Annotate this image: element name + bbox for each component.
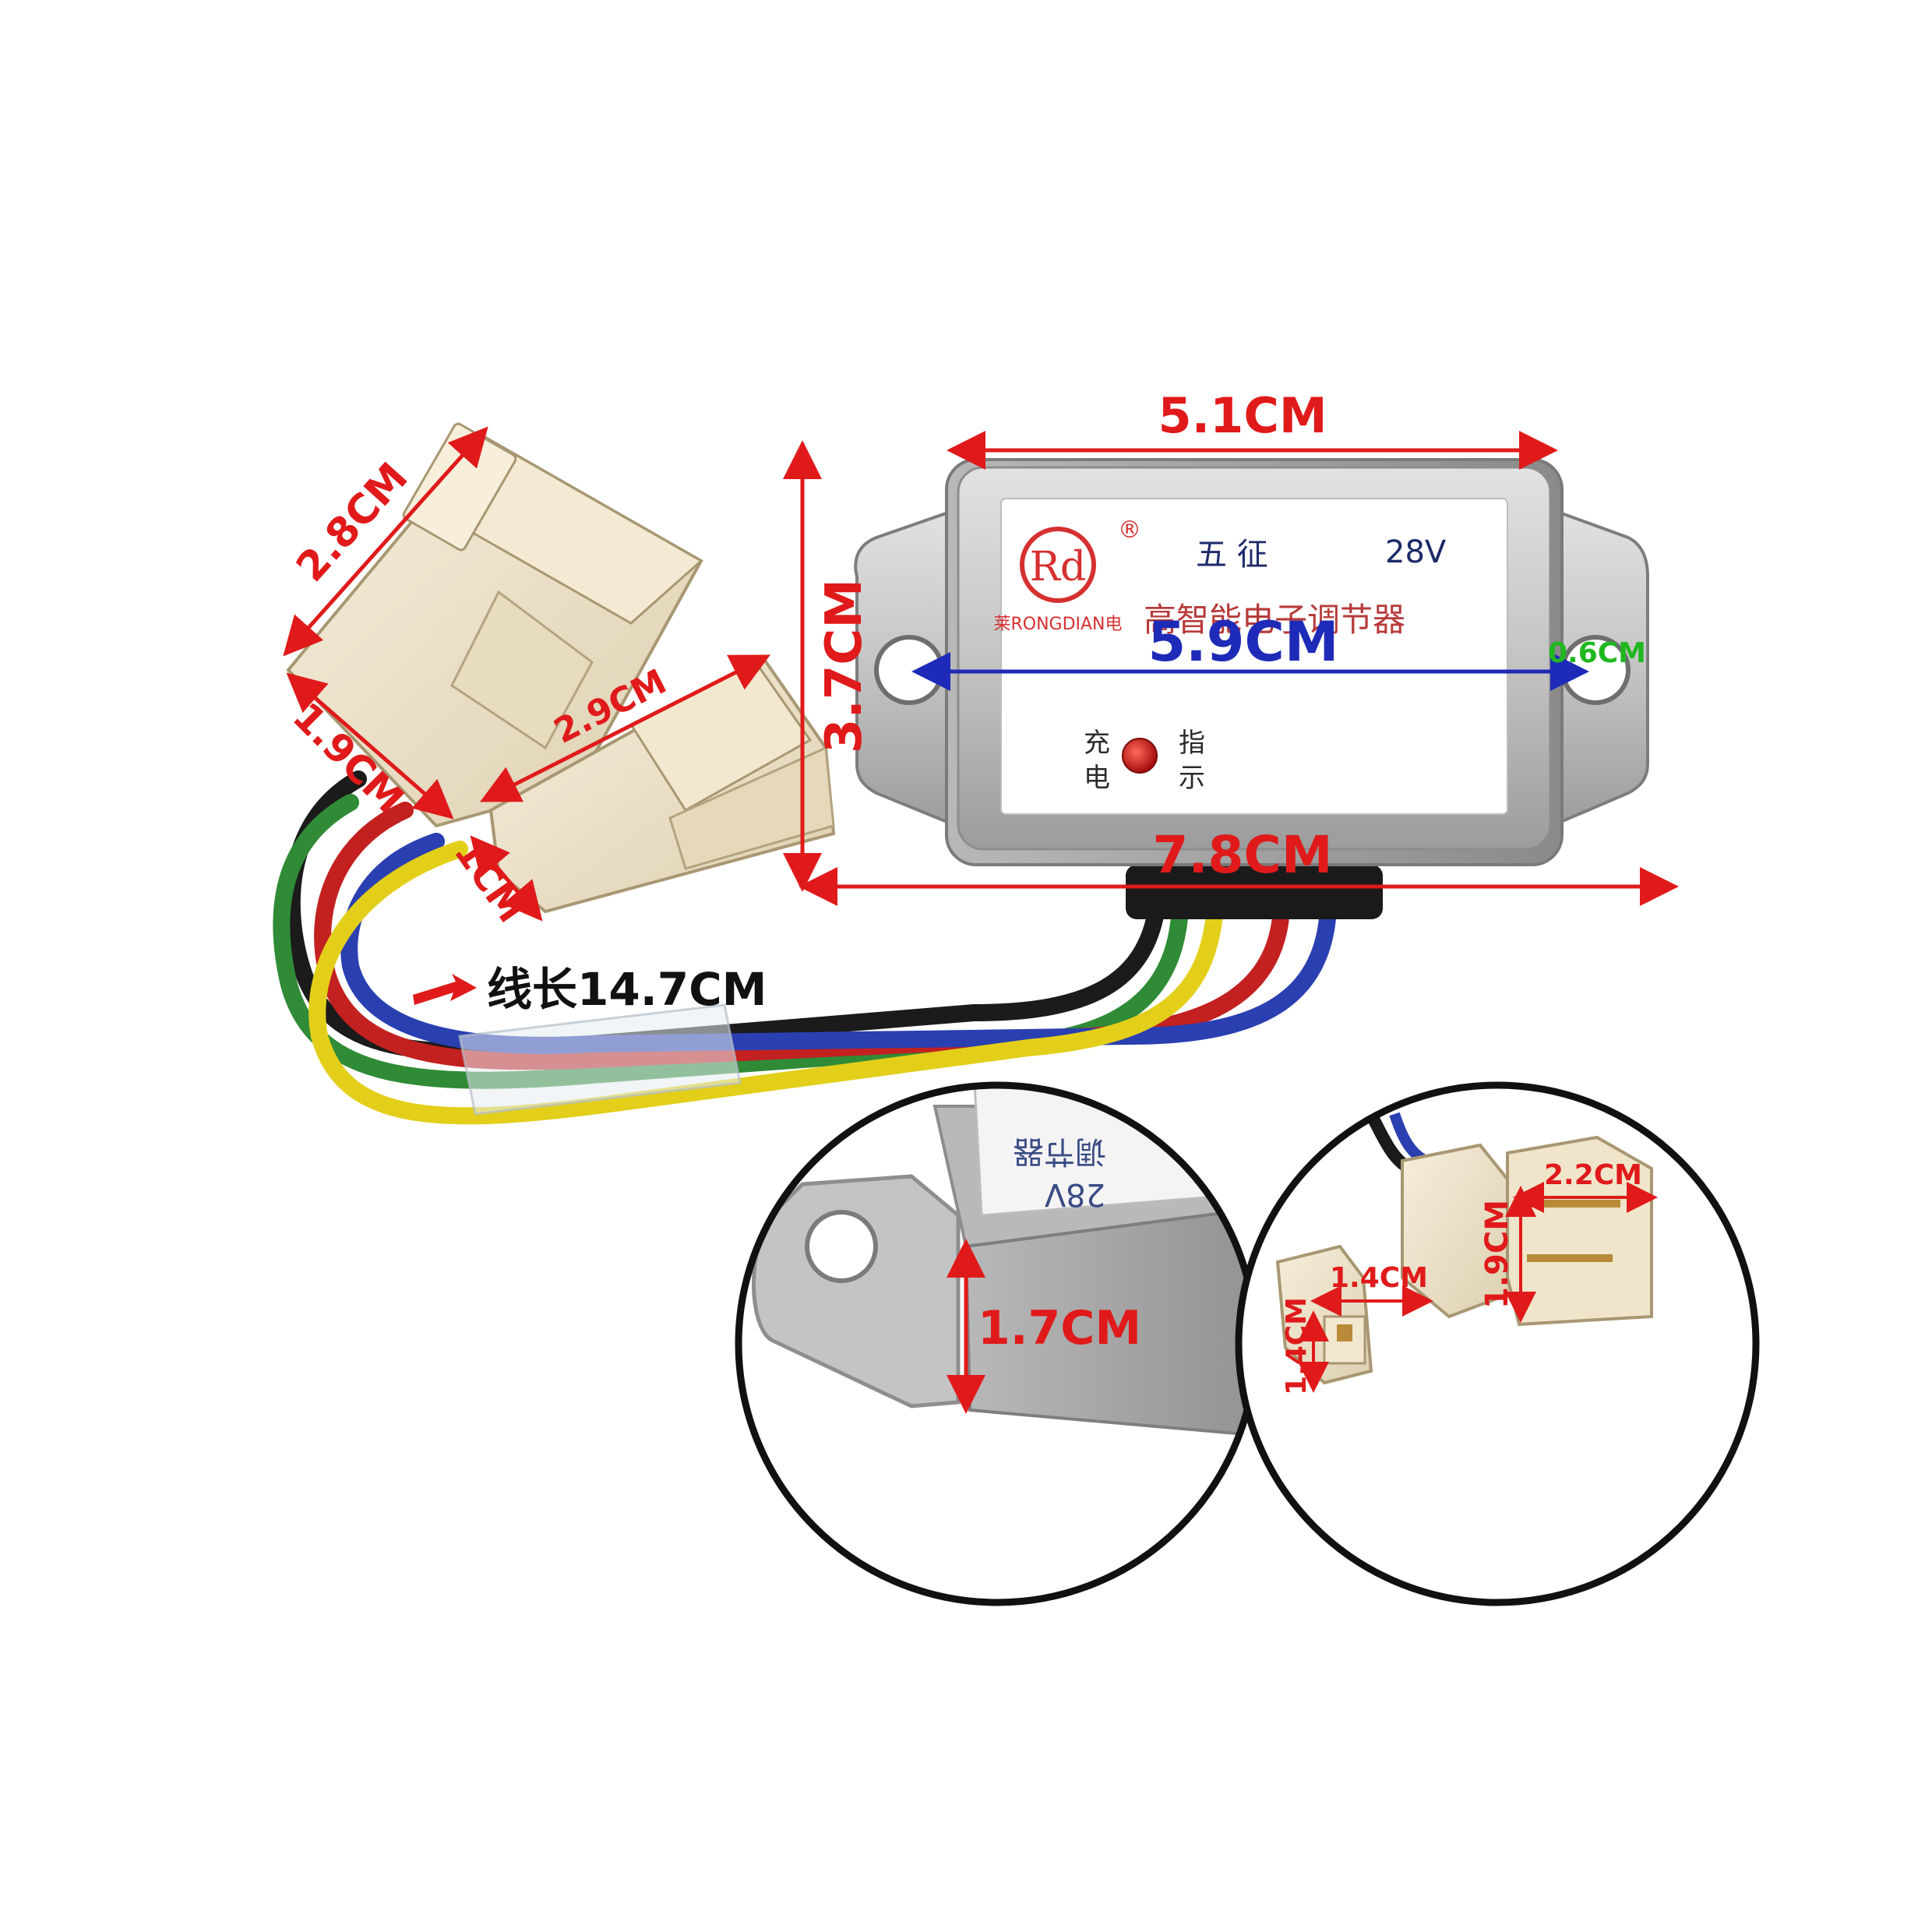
indicator-left-bottom: 电 [1084,763,1110,794]
registered-mark: ® [1118,516,1141,544]
big-connector-width-line [286,672,454,820]
big-plug-height-label: 1.9CM [1479,1200,1515,1309]
wire-green [273,794,1189,1089]
harness-tape [458,1003,742,1116]
small-connector-width-line [470,835,543,922]
total-length-label: 7.8CM [1152,825,1332,885]
product-name: 高智能电子调节器 [1144,601,1405,639]
big-connector-length-line [283,426,488,657]
voltage-text: 28V [1385,534,1447,570]
indicator-led-icon [1122,738,1158,774]
model-text: 五 征 [1196,537,1268,573]
hole-diameter-label: 0.6CM [1548,637,1646,669]
indicator-right-top: 指 [1179,728,1205,759]
arrow-right-icon [413,974,477,1005]
wire-harness [273,770,1337,1125]
brand-logo: Rd ® 莱RONGDIAN电 [993,516,1141,634]
top-width-label: 5.1CM [1158,387,1327,444]
hole-spacing-label: 5.9CM [1148,610,1338,674]
small-connector-length-line [480,654,770,802]
height-label: 3.7CM [816,579,873,753]
thickness-label: 1.7CM [978,1301,1141,1356]
inset-plugs: 2.2CM 1.9CM 1.4CM 1.4CM [1235,1081,1760,1606]
logo-text: Rd [1030,544,1086,591]
small-plug-width-label: 1.4CM [1330,1262,1428,1294]
big-plug-width-label: 2.2CM [1544,1159,1642,1191]
small-plug-height-label: 1.4CM [1281,1297,1313,1395]
indicator-right-bottom: 示 [1179,763,1205,794]
inset-thickness: 调节器 28V 1.7CM [735,1081,1260,1606]
inset-reversed-label: 调节器 [1013,1133,1106,1169]
brand-line: 莱RONGDIAN电 [993,615,1122,634]
indicator-left-top: 充 [1084,728,1110,759]
wire-red [314,802,1290,1070]
wire-yellow [308,841,1224,1125]
inset-reversed-voltage: 28V [1044,1176,1105,1212]
rd-circle-logo [1020,527,1096,603]
wire-length-label: 线长14.7CM [487,963,767,1016]
